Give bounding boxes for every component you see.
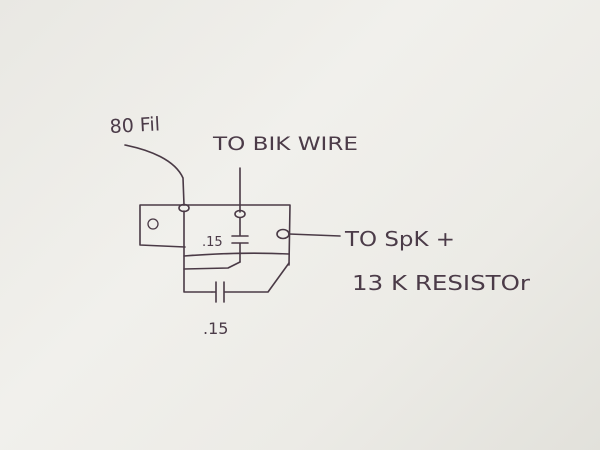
capacitor-upper-leads [231,217,249,263]
wire-spk-lead [288,233,341,237]
wire-80-fil-lead [124,144,185,206]
terminal-board [139,204,291,266]
terminal-right [276,228,290,240]
label-resistor: 13 K RESISTOr [352,271,531,295]
label-cap-upper: .15 [202,235,223,250]
label-to-spk: TO SpK + [344,227,455,251]
capacitor-lower [211,262,290,303]
wire-cap-to-bus [183,261,241,270]
label-blk-wire: TO BIK WIRE [212,133,358,155]
label-cap-lower: .15 [203,319,228,338]
label-80-fil: 80 Fil [109,113,160,138]
wire-left-bus [183,210,213,293]
wire-lower-bus [183,252,290,257]
mounting-hole [147,218,159,230]
